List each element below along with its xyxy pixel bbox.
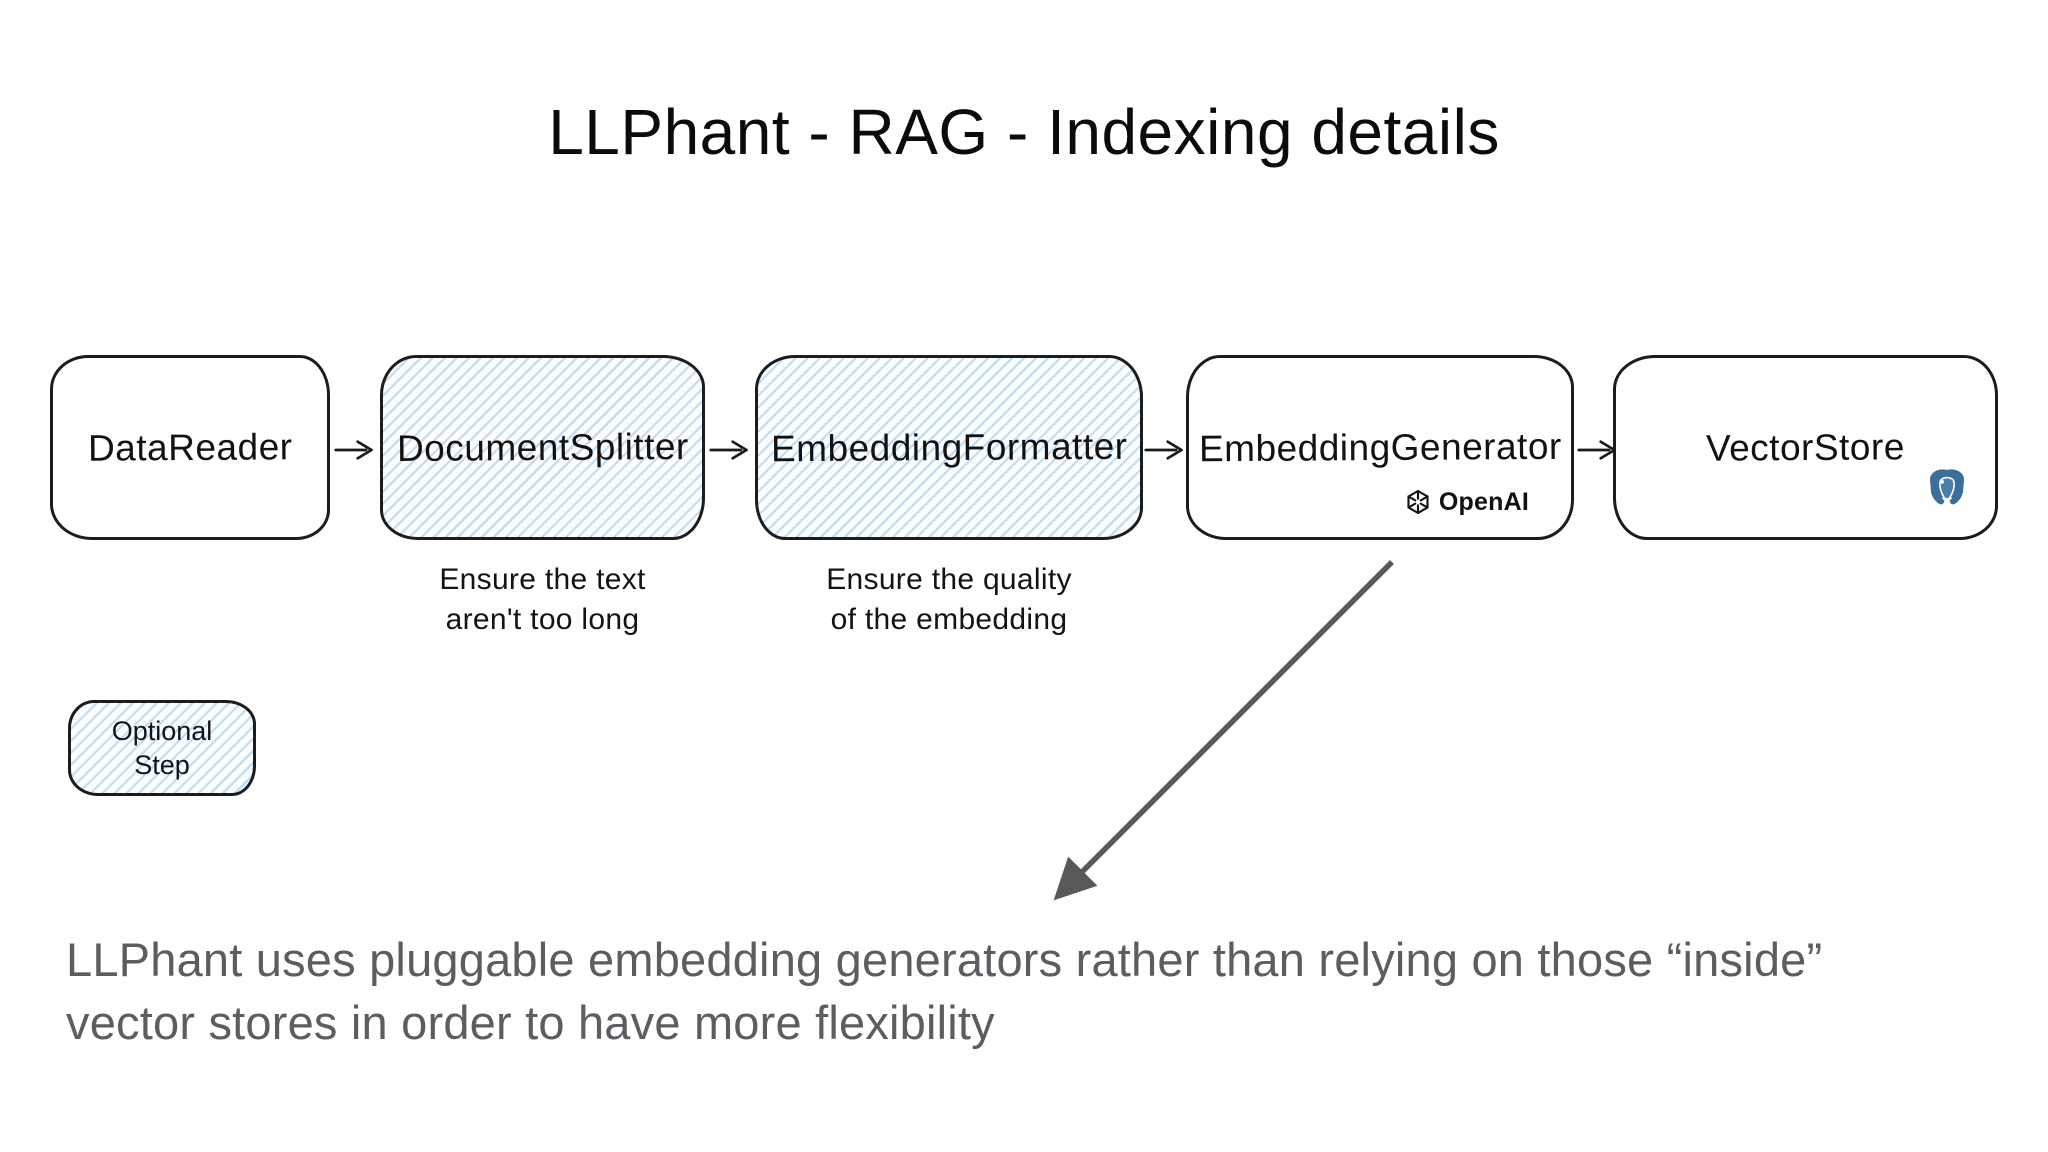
postgresql-badge <box>1921 464 1973 521</box>
page-title: LLPhant - RAG - Indexing details <box>548 96 1500 168</box>
note-line: of the embedding <box>830 603 1068 636</box>
callout-text: LLPhant uses pluggable embedding generat… <box>66 928 2016 1054</box>
postgresql-logo-icon <box>1928 467 1966 507</box>
callout-line: vector stores in order to have more flex… <box>66 996 995 1049</box>
node-datareader: DataReader <box>50 355 330 540</box>
node-note: Ensure the quality of the embedding <box>755 560 1143 640</box>
legend-optional-step: Optional Step <box>68 700 256 796</box>
node-label: EmbeddingGenerator <box>1198 425 1562 469</box>
openai-logo-icon <box>1407 489 1429 515</box>
node-embeddinggenerator: EmbeddingGenerator OpenAI <box>1186 355 1574 540</box>
note-line: aren't too long <box>445 603 640 636</box>
node-label: EmbeddingFormatter <box>770 425 1128 469</box>
openai-badge: OpenAI <box>1403 487 1529 517</box>
note-line: Ensure the quality <box>826 563 1072 596</box>
flow-arrow-icon <box>709 440 748 460</box>
node-note: Ensure the text aren't too long <box>380 560 705 640</box>
callout-line: LLPhant uses pluggable embedding generat… <box>66 933 1823 986</box>
legend-line: Step <box>134 750 190 780</box>
callout-arrow-icon <box>1053 560 1394 901</box>
flow-arrow-icon <box>1577 440 1616 460</box>
node-embeddingformatter: EmbeddingFormatter <box>755 355 1143 540</box>
node-label: DocumentSplitter <box>396 425 689 469</box>
node-documentsplitter: DocumentSplitter <box>380 355 705 540</box>
legend-line: Optional <box>111 716 213 746</box>
openai-badge-label: OpenAI <box>1438 487 1529 516</box>
node-vectorstore: VectorStore <box>1613 355 1998 540</box>
flow-arrow-icon <box>1144 440 1183 460</box>
node-label: VectorStore <box>1705 425 1906 469</box>
legend-label: Optional Step <box>112 714 213 782</box>
node-label: DataReader <box>87 425 293 469</box>
note-line: Ensure the text <box>439 563 646 596</box>
flow-arrow-icon <box>334 440 373 460</box>
